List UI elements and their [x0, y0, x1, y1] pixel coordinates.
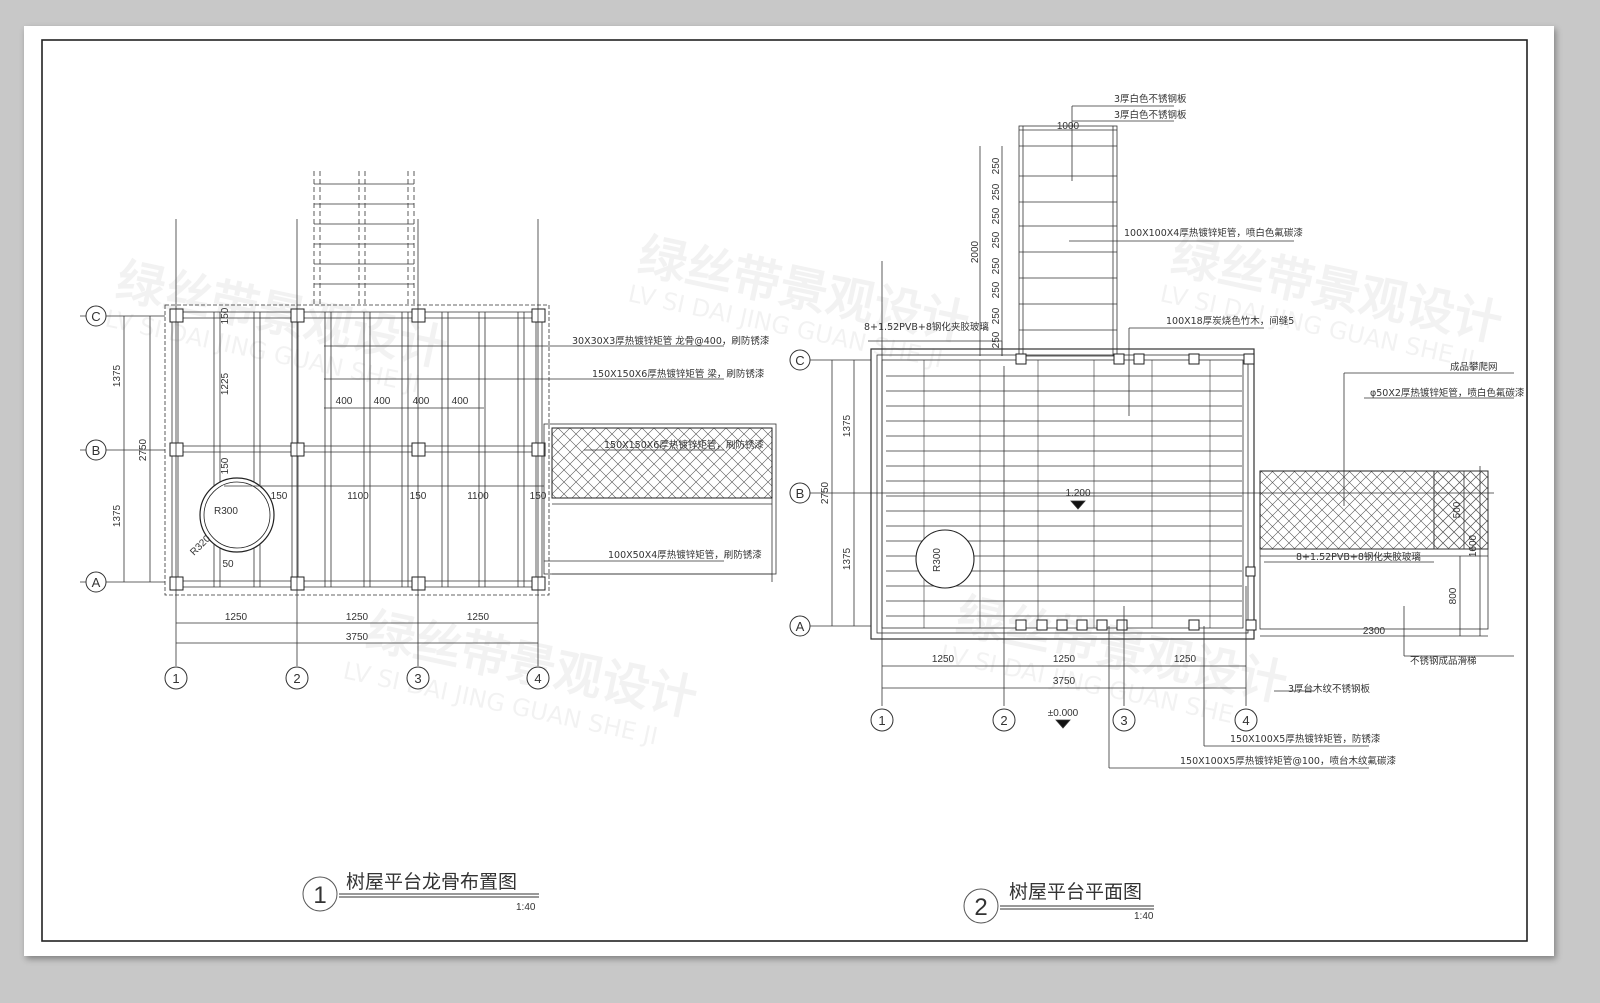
- dim-text: 1375: [112, 364, 123, 387]
- dim-text: 250: [991, 257, 1002, 274]
- axis-4: 4: [1242, 713, 1249, 728]
- dim-text: 1100: [347, 491, 369, 502]
- dim-text: 150: [530, 491, 547, 502]
- plan1-title-block: 1 树屋平台龙骨布置图 1:40: [302, 871, 539, 913]
- axis-1: 1: [878, 713, 885, 728]
- note-text: 30X30X3厚热镀锌矩管 龙骨@400，刷防锈漆: [572, 335, 770, 347]
- dim-text: 1000: [1057, 121, 1080, 132]
- note-text: 100X18厚炭烧色竹木，间缝5: [1166, 315, 1294, 327]
- note-text: 3厚白色不锈钢板: [1114, 93, 1187, 105]
- plan1-dimensions: 1375 1375 2750 1225 150 150 400 400 400 …: [112, 307, 547, 643]
- dim-text: 150: [271, 491, 288, 502]
- dim-text: 1250: [1053, 654, 1076, 665]
- axis-c: C: [795, 353, 804, 368]
- note-text: 100X50X4厚热镀锌矩管，刷防锈漆: [608, 549, 762, 561]
- plan2-axis-bubbles: C B A 1 2 3 4: [789, 349, 1258, 732]
- plan1-notes: 30X30X3厚热镀锌矩管 龙骨@400，刷防锈漆 150X150X6厚热镀锌矩…: [572, 335, 770, 561]
- elevation-platform: 1.200: [1065, 488, 1090, 499]
- dim-text: 800: [1448, 587, 1459, 604]
- axis-b: B: [92, 443, 101, 458]
- note-text: 150X150X6厚热镀锌矩管 梁，刷防锈漆: [592, 368, 765, 380]
- axis-c: C: [91, 309, 100, 324]
- dim-text: 150: [220, 307, 231, 324]
- note-text: 150X100X5厚热镀锌矩管，防锈漆: [1230, 733, 1381, 745]
- dim-text: 1250: [467, 612, 490, 623]
- axis-2: 2: [1000, 713, 1007, 728]
- dim-text: 2750: [138, 438, 149, 461]
- dim-text: 250: [991, 331, 1002, 348]
- dim-text: 1375: [112, 504, 123, 527]
- note-text: 8+1.52PVB+8钢化夹胶玻璃: [864, 321, 989, 333]
- plan1-number: 1: [313, 882, 326, 909]
- dim-text: 1250: [225, 612, 248, 623]
- dim-text: 1100: [467, 491, 489, 502]
- dim-text: 250: [991, 307, 1002, 324]
- dim-text: 1375: [842, 414, 853, 437]
- dim-text: 150: [220, 457, 231, 474]
- dim-text: 2300: [1363, 626, 1386, 637]
- plan1-axis-bubbles: C B A 1 2 3 4: [85, 305, 550, 690]
- note-text: φ50X2厚热镀锌矩管，喷白色氟碳漆: [1370, 387, 1525, 399]
- dim-text: 1600: [1468, 534, 1479, 557]
- dim-text: 400: [452, 396, 469, 407]
- note-text: 成品攀爬网: [1450, 361, 1498, 373]
- plan2-number: 2: [974, 894, 987, 921]
- note-text: 3厚台木纹不锈钢板: [1288, 683, 1371, 695]
- dim-text: 1250: [346, 612, 369, 623]
- plan2-floor-plan: [804, 105, 1514, 769]
- drawing-sheet: 绿丝带景观设计 LV SI DAI JING GUAN SHE JI 绿丝带景观…: [24, 26, 1554, 956]
- sheet-border: [41, 39, 1528, 942]
- dim-text: 400: [413, 396, 430, 407]
- dim-text: 150: [410, 491, 427, 502]
- note-text: 150X150X6厚热镀锌矩管，刷防锈漆: [604, 439, 764, 451]
- dim-text: 3750: [346, 632, 369, 643]
- plan2-notes: 3厚白色不锈钢板 3厚白色不锈钢板 100X100X4厚热镀锌矩管，喷白色氟碳漆…: [864, 93, 1525, 767]
- plan1-scale: 1:40: [516, 902, 536, 913]
- axis-a: A: [92, 575, 101, 590]
- note-text: 100X100X4厚热镀锌矩管，喷白色氟碳漆: [1124, 227, 1303, 239]
- radius-label: R300: [214, 506, 238, 517]
- dim-text: 500: [1452, 501, 1463, 518]
- dim-text: 1250: [932, 654, 955, 665]
- plan2-title: 树屋平台平面图: [1009, 881, 1142, 903]
- dim-text: 250: [991, 207, 1002, 224]
- dim-text: 250: [991, 157, 1002, 174]
- dim-text: 400: [374, 396, 391, 407]
- dim-text: 250: [991, 281, 1002, 298]
- note-text: 8+1.52PVB+8钢化夹胶玻璃: [1296, 551, 1421, 563]
- note-text: 3厚白色不锈钢板: [1114, 109, 1187, 121]
- dim-text: 250: [991, 231, 1002, 248]
- plan1-title: 树屋平台龙骨布置图: [346, 871, 517, 893]
- radius-label: R300: [932, 548, 943, 572]
- axis-3: 3: [1120, 713, 1127, 728]
- axis-4: 4: [534, 671, 541, 686]
- axis-a: A: [796, 619, 805, 634]
- dim-text: 1375: [842, 547, 853, 570]
- dim-text: 1250: [1174, 654, 1197, 665]
- plan1-framing-layout: [80, 171, 777, 666]
- elevation-ground: ±0.000: [1048, 708, 1079, 719]
- axis-b: B: [796, 486, 805, 501]
- dim-text: 1225: [220, 372, 231, 395]
- drawing-canvas: 绿丝带景观设计 LV SI DAI JING GUAN SHE JI 绿丝带景观…: [41, 39, 1528, 942]
- dim-text: 250: [991, 183, 1002, 200]
- plan2-dimensions: 1000 250 250 250 250 250 250 250 250 200…: [820, 121, 1479, 719]
- plan2-title-block: 2 树屋平台平面图 1:40: [963, 881, 1154, 924]
- dim-text: 400: [336, 396, 353, 407]
- axis-2: 2: [293, 671, 300, 686]
- dim-text: 3750: [1053, 676, 1076, 687]
- axis-1: 1: [172, 671, 179, 686]
- axis-3: 3: [414, 671, 421, 686]
- plan2-scale: 1:40: [1134, 911, 1154, 922]
- note-text: 不锈钢成品滑梯: [1410, 655, 1477, 667]
- note-text: 150X100X5厚热镀锌矩管@100，喷台木纹氟碳漆: [1180, 755, 1396, 767]
- dim-text: 50: [222, 559, 234, 570]
- dim-text: 2000: [970, 240, 981, 263]
- dim-text: 2750: [820, 481, 831, 504]
